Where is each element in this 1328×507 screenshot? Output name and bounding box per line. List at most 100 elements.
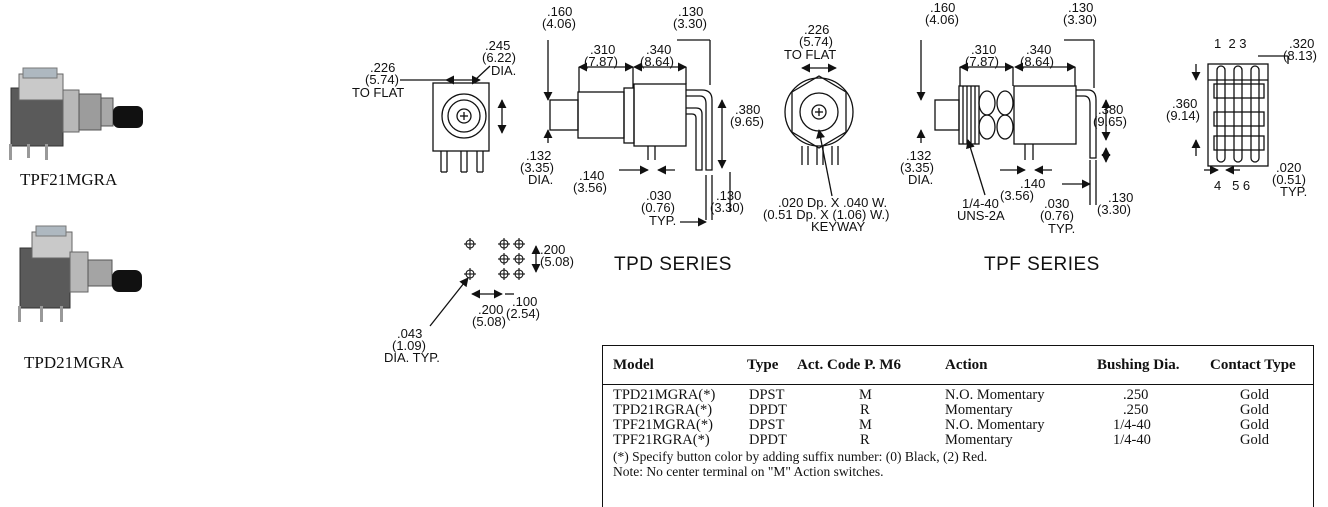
term-bottom-nums: 4 5 6 — [1214, 178, 1250, 193]
term-d360-1: .360 — [1172, 96, 1197, 111]
cell-bushing: .250 — [1123, 387, 1149, 403]
term-d360-2: (9.14) — [1166, 108, 1200, 123]
tpd-toflat-2: (5.74) — [365, 72, 399, 87]
cell-action: N.O. Momentary — [945, 387, 1045, 403]
cell-model: TPD21RGRA(*) — [613, 402, 713, 418]
tpd-d310-1: .310 — [590, 42, 615, 57]
pcb-d200h-2: (5.08) — [472, 314, 506, 329]
pcb-d100-2: (2.54) — [506, 306, 540, 321]
tpd-d310-2: (7.87) — [584, 54, 618, 69]
header-action: Action — [945, 357, 988, 373]
tpd-keyway-1: .020 Dp. X .040 W. — [778, 195, 887, 210]
cell-contact: Gold — [1240, 417, 1269, 433]
header-act-code: Act. Code P. M6 — [797, 357, 902, 373]
table-note-suffix: (*) Specify button color by adding suffi… — [613, 449, 988, 464]
cell-act-code: R — [860, 432, 870, 448]
cell-act-code: M — [859, 417, 872, 433]
tpd-d160-2: (4.06) — [542, 16, 576, 31]
pcb-d100-1: .100 — [512, 294, 537, 309]
cell-action: Momentary — [945, 402, 1013, 418]
tpf21mgra-photo — [9, 67, 143, 160]
tpf-d130-2: (3.30) — [1063, 12, 1097, 27]
header-model: Model — [613, 357, 654, 373]
cell-type: DPDT — [749, 402, 787, 418]
photo-label-top: TPF21MGRA — [20, 170, 118, 189]
tpf-d130b-2: (3.30) — [1097, 202, 1131, 217]
cell-action: N.O. Momentary — [945, 417, 1045, 433]
tpf-d310-1: .310 — [971, 42, 996, 57]
tpd-toflat-3: TO FLAT — [352, 85, 404, 100]
tpf-d030-3: TYP. — [1048, 221, 1075, 236]
term-d320-1: .320 — [1289, 36, 1314, 51]
cell-model: TPD21MGRA(*) — [613, 387, 716, 403]
tpd-dia245-3: DIA. — [491, 63, 516, 78]
header-type: Type — [747, 357, 779, 373]
tpf-d160-2: (4.06) — [925, 12, 959, 27]
cell-contact: Gold — [1240, 402, 1269, 418]
tpd-d160-1: .160 — [547, 4, 572, 19]
tpd21mgra-photo — [18, 225, 142, 322]
tpd-d380-1: .380 — [735, 102, 760, 117]
tpd-dia245-2: (6.22) — [482, 50, 516, 65]
tpf-d380-1: .380 — [1098, 102, 1123, 117]
tpd-d130-1: .130 — [678, 4, 703, 19]
header-bushing: Bushing Dia. — [1097, 357, 1180, 373]
tpf-d340-1: .340 — [1026, 42, 1051, 57]
cell-type: DPST — [749, 417, 785, 433]
tpf-d380-2: (9.65) — [1093, 114, 1127, 129]
tpd-d132-3: DIA. — [528, 172, 553, 187]
pcb-d200v-1: .200 — [540, 242, 565, 257]
tpf-thread-1: 1/4-40 — [962, 196, 999, 211]
tpf-thread-2: UNS-2A — [957, 208, 1005, 223]
header-contact: Contact Type — [1210, 357, 1296, 373]
pcb-d043-2: (1.09) — [392, 338, 426, 353]
tpd-d340-1: .340 — [646, 42, 671, 57]
table-row: TPF21MGRA(*) DPST M N.O. Momentary 1/4-4… — [603, 418, 1313, 433]
tpf-d130b-1: .130 — [1108, 190, 1133, 205]
tpf-d160-1: .160 — [930, 0, 955, 15]
tpd-d340-2: (8.64) — [640, 54, 674, 69]
table-row: TPF21RGRA(*) DPDT R Momentary 1/4-40 Gol… — [603, 433, 1313, 448]
cell-type: DPST — [749, 387, 785, 403]
pcb-d200v-2: (5.08) — [540, 254, 574, 269]
photo-label-bottom: TPD21MGRA — [24, 353, 125, 372]
tpd-d030-2: (0.76) — [641, 200, 675, 215]
tpd-d140-1: .140 — [579, 168, 604, 183]
tpd-d132-1: .132 — [526, 148, 551, 163]
cell-model: TPF21RGRA(*) — [613, 432, 710, 448]
tpd-d030-1: .030 — [646, 188, 671, 203]
cell-type: DPDT — [749, 432, 787, 448]
cell-act-code: R — [860, 402, 870, 418]
table-note-center-terminal: Note: No center terminal on "M" Action s… — [613, 464, 884, 479]
cell-bushing: 1/4-40 — [1113, 432, 1151, 448]
cell-model: TPF21MGRA(*) — [613, 417, 713, 433]
cell-bushing: 1/4-40 — [1113, 417, 1151, 433]
spec-table: Model Type Act. Code P. M6 Action Bushin… — [602, 345, 1314, 507]
term-d020-2: (0.51) — [1272, 172, 1306, 187]
tpd-dia245-1: .245 — [485, 38, 510, 53]
pcb-d200h-1: .200 — [478, 302, 503, 317]
tpf-series-title: TPF SERIES — [984, 254, 1100, 275]
tpd-front-226-3: TO FLAT — [784, 47, 836, 62]
tpd-series-title: TPD SERIES — [614, 254, 732, 275]
tpd-front-226-1: .226 — [804, 22, 829, 37]
pcb-d043-1: .043 — [397, 326, 422, 341]
tpd-toflat-1: .226 — [370, 60, 395, 75]
table-row: TPD21MGRA(*) DPST M N.O. Momentary .250 … — [603, 388, 1313, 403]
term-d020-3: TYP. — [1280, 184, 1307, 199]
tpf-d132-3: DIA. — [908, 172, 933, 187]
cell-action: Momentary — [945, 432, 1013, 448]
term-d320-2: (8.13) — [1283, 48, 1317, 63]
tpd-keyway-2: (0.51 Dp. X (1.06) W.) — [763, 207, 889, 222]
tpf-d140-2: (3.56) — [1000, 188, 1034, 203]
tpf-d030-2: (0.76) — [1040, 208, 1074, 223]
tpf-d340-2: (8.64) — [1020, 54, 1054, 69]
cell-contact: Gold — [1240, 387, 1269, 403]
tpf-d310-2: (7.87) — [965, 54, 999, 69]
cell-act-code: M — [859, 387, 872, 403]
tpf-d132-1: .132 — [906, 148, 931, 163]
tpf-d130-1: .130 — [1068, 0, 1093, 15]
pcb-d043-3: DIA. TYP. — [384, 350, 440, 365]
tpd-d140-2: (3.56) — [573, 180, 607, 195]
